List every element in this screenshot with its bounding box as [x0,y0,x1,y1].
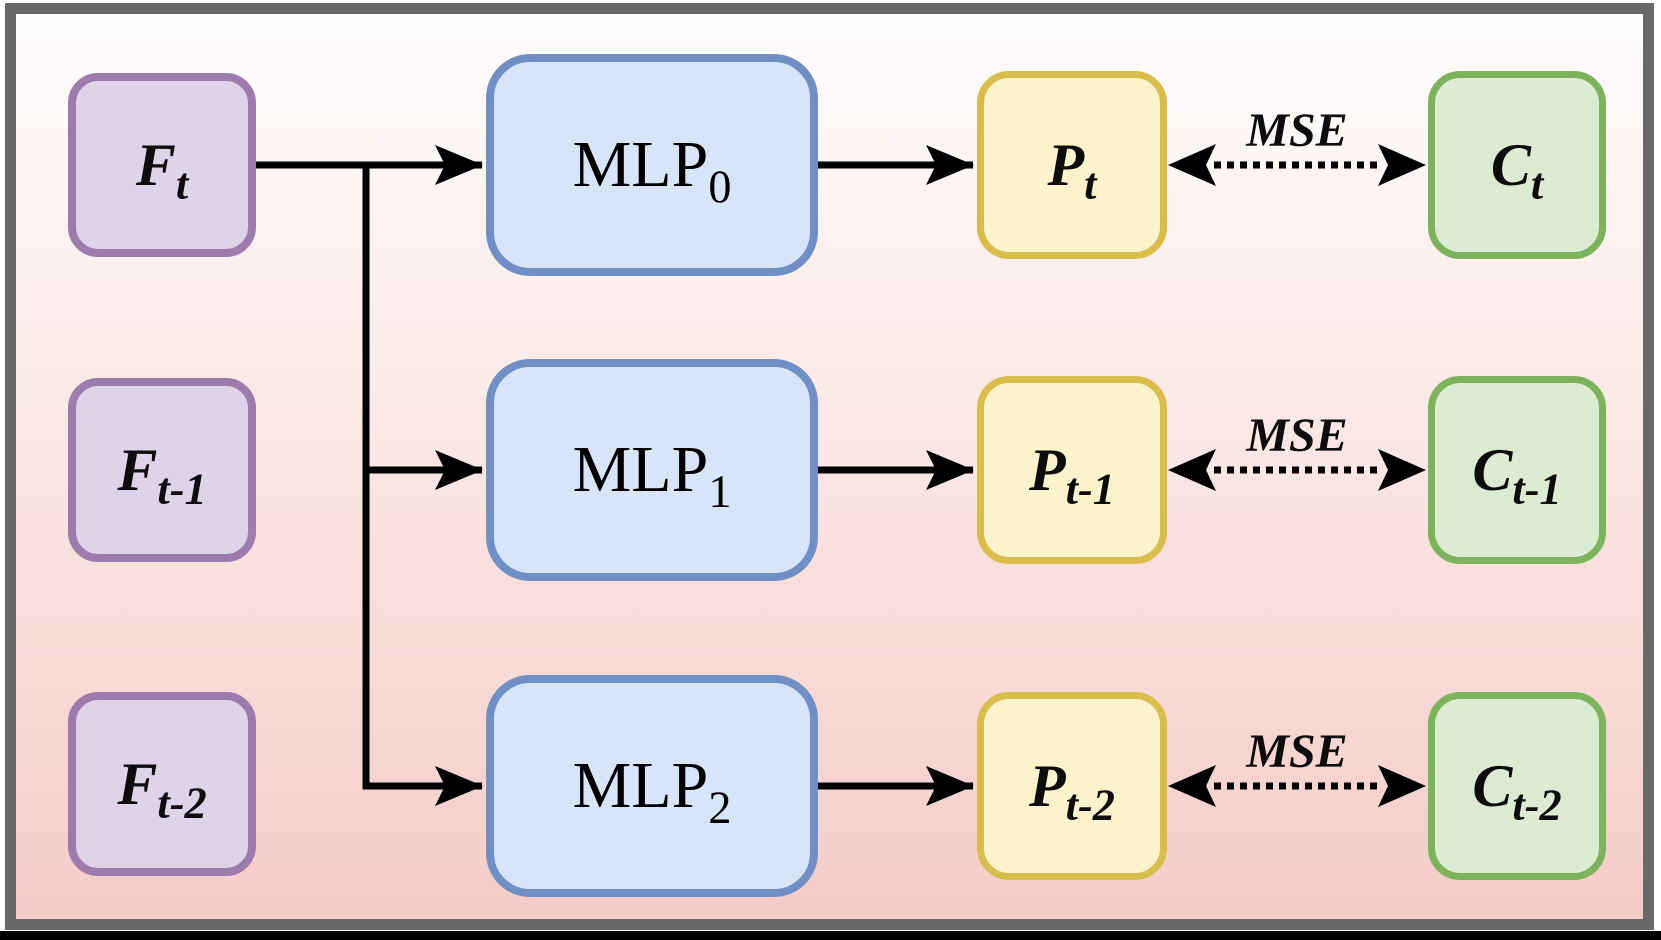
node-label: Ft [135,132,188,206]
node-mlp-2: MLP2 [486,675,818,897]
node-feature-t-1: Ft-1 [68,378,256,562]
mse-label-row3: MSE [1246,725,1348,778]
label-subscript: t-2 [157,777,207,828]
mse-label-row2: MSE [1246,409,1348,462]
label-subscript: t-1 [157,463,207,514]
label-base: P [1047,132,1085,198]
label-subscript: t-2 [1512,779,1562,830]
label-base: P [1029,437,1066,503]
label-subscript: t-1 [1065,463,1115,514]
node-label: Pt-2 [1029,753,1115,827]
node-label: MLP2 [573,753,732,831]
node-label: Ct [1490,132,1543,206]
node-target-t-2: Ct-2 [1428,692,1606,880]
node-target-t-1: Ct-1 [1428,376,1606,564]
label-base: F [135,132,176,198]
node-label: Pt [1047,132,1097,206]
label-subscript: 0 [708,161,732,213]
node-feature-t: Ft [68,73,256,257]
label-base: MLP [572,128,709,201]
node-prediction-t-2: Pt-2 [977,692,1167,880]
node-label: Ft-2 [117,751,206,825]
label-base: F [117,751,158,817]
node-mlp-1: MLP1 [486,359,818,581]
node-label: MLP0 [573,132,732,210]
label-subscript: t-2 [1065,779,1115,830]
node-mlp-0: MLP0 [486,54,818,276]
node-label: MLP1 [573,437,732,515]
label-base: F [117,437,158,503]
node-target-t: Ct [1428,71,1606,259]
label-base: MLP [572,749,709,822]
node-label: Ct-1 [1472,437,1561,511]
label-subscript: 1 [708,466,732,518]
bottom-rule [0,931,1661,940]
node-label: Ft-1 [117,437,206,511]
label-subscript: t [1084,158,1097,209]
label-subscript: t-1 [1512,463,1562,514]
node-prediction-t: Pt [977,71,1167,259]
node-feature-t-2: Ft-2 [68,692,256,876]
label-base: MLP [572,433,709,506]
node-label: Pt-1 [1029,437,1115,511]
label-base: C [1472,753,1513,819]
label-subscript: t [175,158,189,209]
mse-label-row1: MSE [1246,104,1348,157]
label-base: P [1029,753,1066,819]
label-subscript: 2 [708,782,732,834]
label-subscript: t [1530,158,1544,209]
node-label: Ct-2 [1472,753,1561,827]
label-base: C [1490,132,1531,198]
label-base: C [1472,437,1513,503]
node-prediction-t-1: Pt-1 [977,376,1167,564]
